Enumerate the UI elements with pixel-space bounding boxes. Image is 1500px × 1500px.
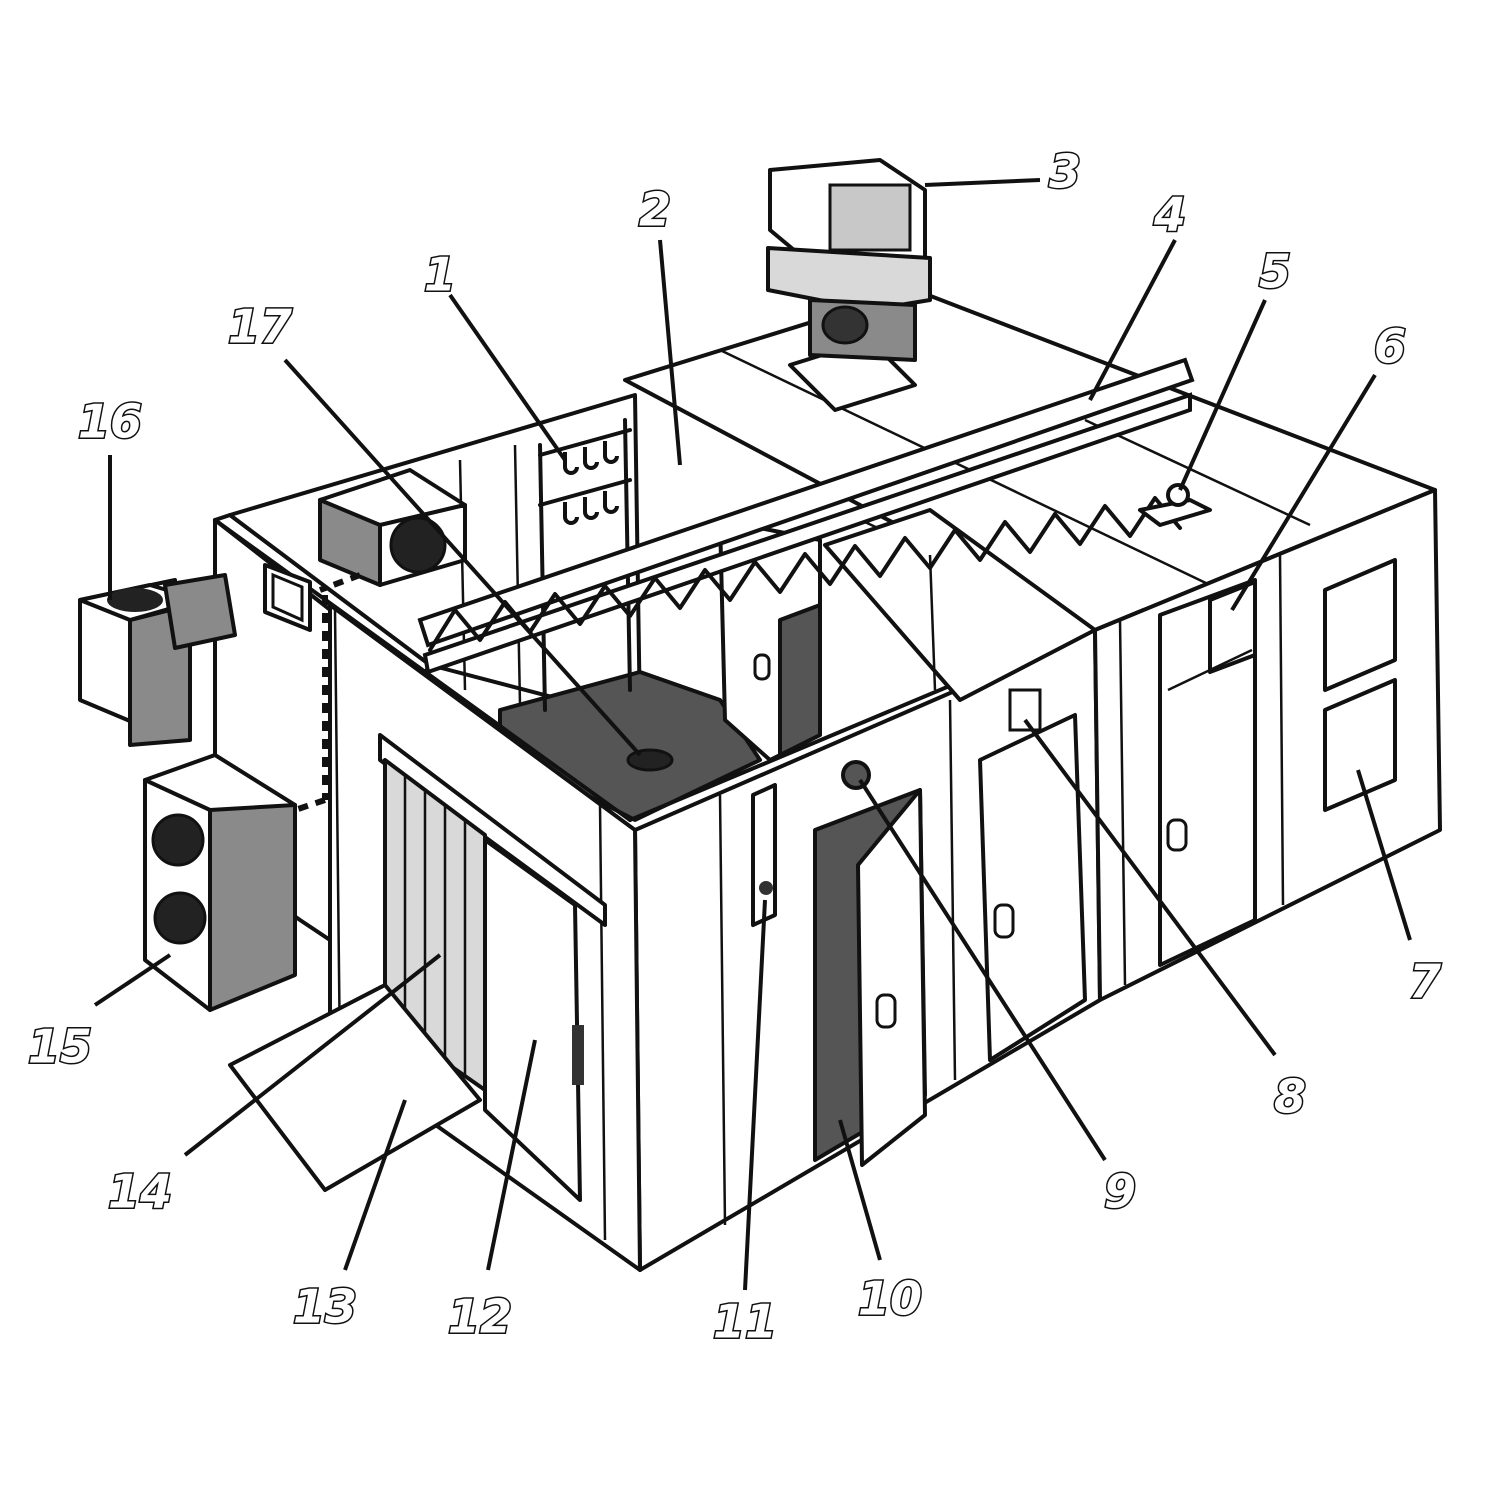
hooks-icon [563, 441, 619, 525]
open-door-handle-icon [875, 993, 897, 1029]
pressure-valve [1138, 483, 1212, 527]
floor-drain-icon [626, 748, 674, 772]
truss-beam [417, 357, 1195, 675]
evaporator-fan-icon [389, 516, 447, 574]
callout-14: 14 [108, 1165, 172, 1219]
callout-11: 11 [713, 1295, 777, 1349]
lower-hatch [1323, 678, 1397, 812]
callout-12: 12 [448, 1290, 512, 1344]
sliding-door-assembly [228, 733, 607, 1202]
leader-6 [1230, 373, 1377, 612]
leader-11 [743, 899, 767, 1291]
leader-14 [183, 953, 442, 1157]
roof-refrigeration-unit [766, 158, 932, 362]
monoblock-unit [78, 573, 237, 747]
pipe-top [318, 572, 362, 593]
condenser-unit [143, 753, 297, 1012]
sliding-door-rail [378, 733, 607, 927]
callout-3: 3 [1049, 145, 1081, 199]
open-door-leaf [856, 788, 927, 1167]
sliding-door-handle-icon [572, 1025, 584, 1085]
inspection-window [263, 563, 312, 632]
callout-9: 9 [1104, 1165, 1136, 1219]
leader-10 [838, 1119, 882, 1261]
leader-9 [858, 778, 1107, 1162]
leader-4 [1088, 239, 1177, 401]
right-wall-doors [978, 558, 1397, 1062]
pipe-bottom [294, 797, 326, 813]
lamp-icon [841, 760, 871, 790]
condenser-fan-bottom-icon [153, 891, 207, 945]
callout-4: 4 [1153, 188, 1186, 242]
leader-17 [283, 358, 642, 757]
valve-icon [1166, 483, 1190, 507]
leader-lines [93, 178, 1412, 1291]
leader-15 [93, 953, 172, 1007]
callout-7: 7 [1409, 955, 1441, 1009]
thermometer-icon [759, 881, 773, 895]
leader-5 [1178, 299, 1267, 491]
callout-13: 13 [293, 1280, 357, 1334]
sliding-door-leaf [483, 838, 582, 1202]
service-door [1158, 578, 1257, 967]
leader-8 [1023, 718, 1277, 1057]
callout-8: 8 [1274, 1070, 1306, 1124]
loading-ramp [228, 983, 482, 1192]
partition-handle-icon [753, 653, 771, 681]
callout-5: 5 [1259, 245, 1291, 299]
leader-7 [1356, 769, 1412, 941]
leader-12 [486, 1039, 537, 1271]
leader-3 [924, 178, 1041, 187]
leader-13 [343, 1099, 407, 1271]
evaporator-unit [318, 468, 467, 587]
callout-17: 17 [228, 300, 292, 354]
condenser-side [208, 803, 297, 1012]
callout-15: 15 [28, 1020, 92, 1074]
roof-unit-grille [828, 183, 912, 252]
swing-door-handle-icon [993, 903, 1015, 939]
control-panel [1208, 580, 1257, 674]
leader-1 [448, 293, 567, 462]
callout-16: 16 [78, 395, 142, 449]
callout-2: 2 [639, 183, 671, 237]
condenser-fan-top-icon [151, 813, 205, 867]
callout-10: 10 [858, 1272, 922, 1326]
leader-2 [658, 239, 682, 466]
callout-labels: 1 2 3 4 5 6 7 8 9 10 11 12 13 14 15 16 1… [26, 143, 1442, 1350]
monoblock-evaporator [163, 573, 237, 650]
callout-6: 6 [1374, 320, 1406, 374]
door-light-icon [1008, 688, 1042, 732]
swing-door [978, 713, 1087, 1062]
upper-hatch [1323, 558, 1397, 692]
roof-unit-fan-icon [821, 305, 869, 345]
callout-1: 1 [424, 248, 456, 302]
partition-opening [778, 603, 822, 757]
service-door-handle-icon [1166, 818, 1188, 852]
monoblock-fan-icon [107, 588, 163, 612]
front-wall-fittings [751, 760, 927, 1167]
